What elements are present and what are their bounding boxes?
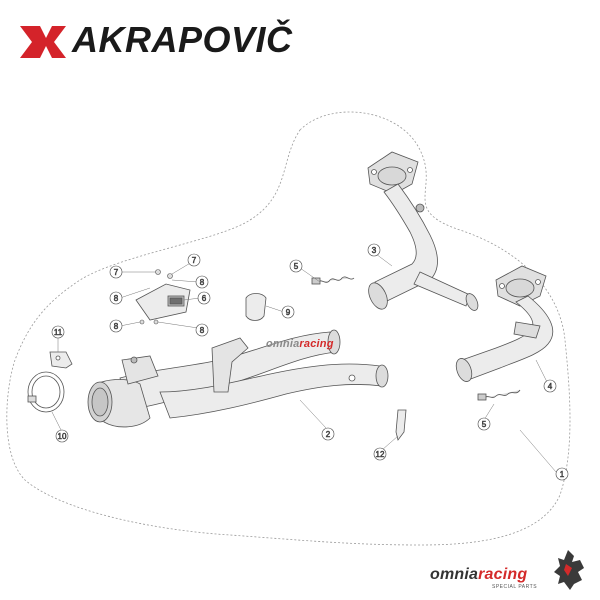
callout-3: 3 (367, 243, 381, 257)
callout-4: 4 (543, 379, 557, 393)
watermark-part2: racing (299, 338, 334, 350)
footer-tagline: SPECIAL PARTS (492, 584, 538, 590)
svg-text:5: 5 (294, 262, 299, 271)
watermark-part1: omnia (266, 338, 300, 350)
footer-brand: omniaracing (430, 566, 527, 584)
clamp-cap-9 (245, 293, 267, 321)
callout-1: 1 (555, 467, 569, 481)
svg-text:8: 8 (200, 278, 205, 287)
brand-name: AKRAPOVIČ (72, 19, 293, 60)
callout-5a: 5 (289, 259, 303, 273)
kit-boundary (6, 111, 571, 546)
header-pipe-4 (455, 265, 554, 382)
callout-8d: 8 (195, 323, 209, 337)
clamp-ring-10 (27, 371, 65, 413)
scorpion-emblem-icon (20, 26, 66, 58)
svg-text:8: 8 (114, 322, 119, 331)
svg-text:8: 8 (114, 294, 119, 303)
callout-12: 12 (373, 447, 387, 461)
footer-part2: racing (478, 566, 528, 583)
callout-10: 10 (55, 429, 69, 443)
callout-7b: 7 (187, 253, 201, 267)
heat-shield-6 (135, 283, 191, 321)
callout-7a: 7 (109, 265, 123, 279)
svg-text:7: 7 (192, 256, 197, 265)
svg-text:11: 11 (54, 328, 63, 337)
link-pipe-2 (87, 329, 389, 428)
svg-text:6: 6 (202, 294, 207, 303)
svg-text:3: 3 (372, 246, 377, 255)
callout-2: 2 (321, 427, 335, 441)
header-pipe-3 (367, 151, 479, 311)
hanger-12 (395, 409, 407, 441)
callouts: 1 2 3 4 5 5 6 7 7 8 8 8 8 9 10 11 12 (51, 243, 569, 481)
svg-text:7: 7 (114, 268, 119, 277)
callout-9: 9 (281, 305, 295, 319)
svg-text:4: 4 (548, 382, 553, 391)
spring-5a (311, 276, 355, 285)
svg-text:9: 9 (286, 308, 291, 317)
fasteners-7-8 (139, 269, 173, 325)
callout-8c: 8 (109, 319, 123, 333)
svg-text:12: 12 (376, 450, 385, 459)
watermark-brand: omniaracing (266, 338, 334, 350)
svg-text:2: 2 (326, 430, 331, 439)
spring-5b (477, 389, 521, 401)
svg-text:10: 10 (58, 432, 67, 441)
callout-8b: 8 (195, 275, 209, 289)
footer-part1: omnia (430, 566, 479, 583)
bracket-11 (49, 351, 73, 369)
svg-text:1: 1 (560, 470, 565, 479)
dragon-logo-icon (554, 550, 584, 590)
callout-5b: 5 (477, 417, 491, 431)
leader-lines (51, 253, 557, 473)
callout-8a: 8 (109, 291, 123, 305)
svg-text:5: 5 (482, 420, 487, 429)
callout-6: 6 (197, 291, 211, 305)
callout-11: 11 (51, 325, 65, 339)
svg-text:8: 8 (200, 326, 205, 335)
akrapovic-logo (20, 26, 66, 58)
